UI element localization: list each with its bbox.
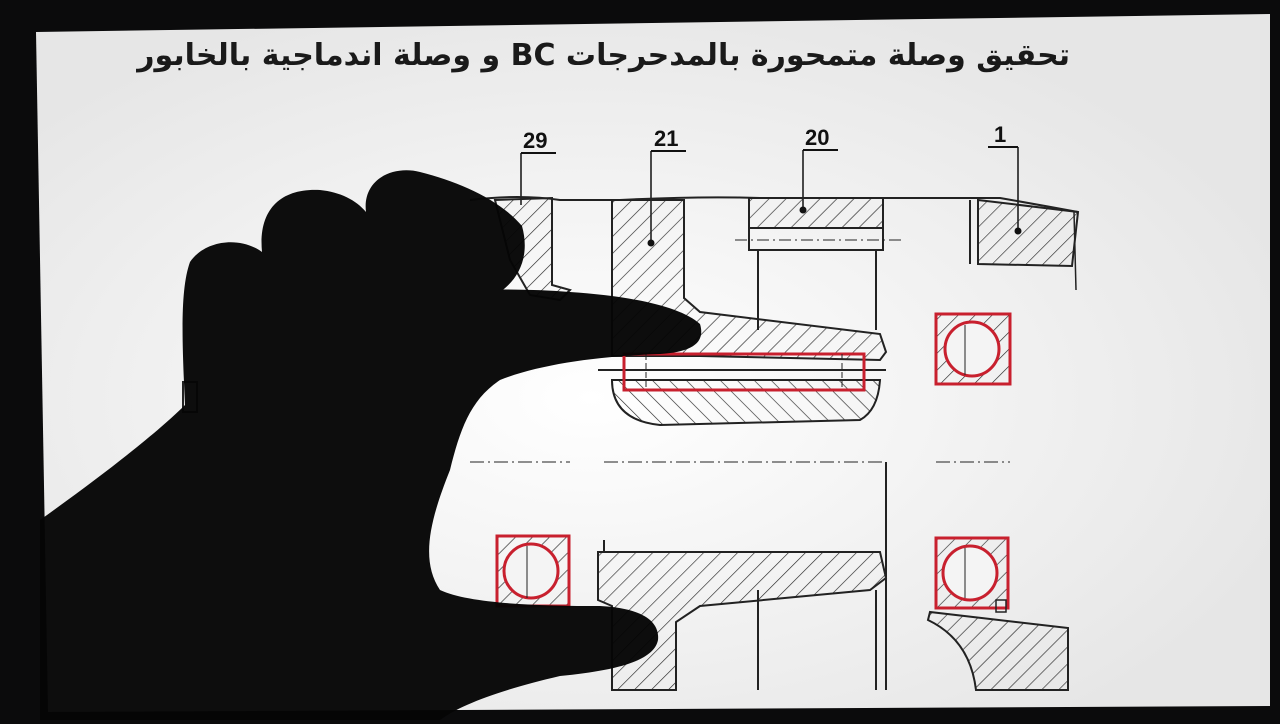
key-highlight [622,352,866,392]
callout-21: 21 [654,126,678,151]
callout-20: 20 [805,125,829,150]
part-20 [735,197,905,330]
part-1 [969,198,1080,291]
callout-1: 1 [994,122,1006,147]
part-1-lower [926,599,1069,691]
bearing-top-right [934,312,1012,386]
bearing-bottom-left [495,534,571,608]
hand-shadow-icon [40,170,702,720]
callout-29: 29 [523,128,547,153]
bearing-bottom-right [934,536,1010,610]
part-21-lower [597,540,888,691]
slide-title: تحقيق وصلة متمحورة بالمدحرجات BC و وصلة … [137,38,1070,73]
